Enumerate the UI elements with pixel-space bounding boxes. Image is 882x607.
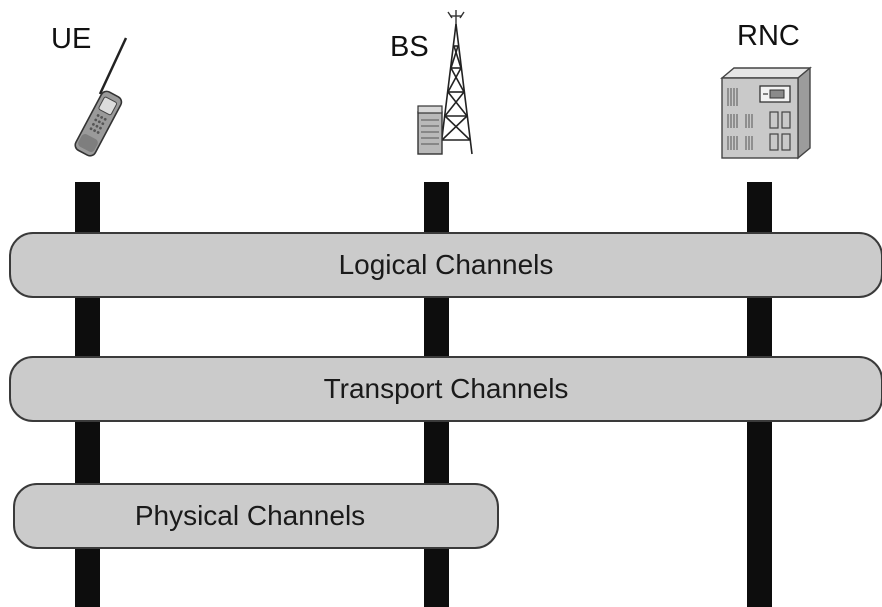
ue-label: UE	[51, 23, 92, 55]
logical-channels-band: Logical Channels	[9, 232, 882, 298]
transport-channels-label: Transport Channels	[323, 373, 569, 404]
rnc-server-icon	[720, 66, 812, 160]
bs-label: BS	[390, 31, 429, 63]
mobile-phone-icon	[74, 37, 128, 157]
base-station-tower-icon	[417, 10, 473, 155]
physical-channels-band: Physical Channels	[13, 483, 499, 549]
transport-channels-band: Transport Channels	[9, 356, 882, 422]
logical-channels-label: Logical Channels	[338, 249, 554, 280]
rnc-label: RNC	[737, 20, 800, 52]
physical-channels-label: Physical Channels	[134, 500, 366, 531]
